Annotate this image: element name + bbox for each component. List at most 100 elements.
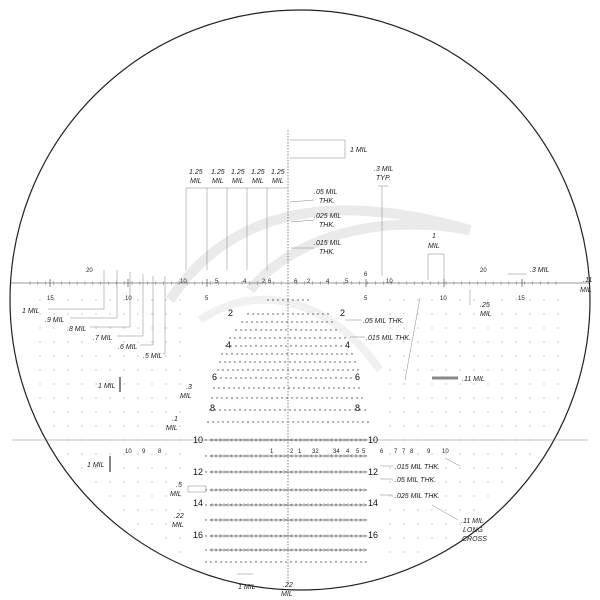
grid-dot [389,537,391,539]
holdover-row [211,397,363,399]
holdover-dot [286,397,288,399]
grid-dot [501,299,503,301]
holdover-dot [307,369,309,371]
holdover-dot [245,377,247,379]
grid-dot [403,411,405,413]
holdover-dot [218,387,220,389]
holdover-dot [349,361,351,363]
holdover-dot [340,345,342,347]
grid-dot [389,341,391,343]
label-lower-05: .05 MIL THK. [395,477,436,484]
label-long-cross-3: CROSS [462,536,487,543]
grid-dot [123,467,125,469]
holdover-dot [324,337,326,339]
grid-dot [403,397,405,399]
grid-dot [431,383,433,385]
holdover-dot [209,409,211,411]
grid-dot [53,299,55,301]
grid-dot [95,313,97,315]
holdover-dot [269,337,271,339]
grid-dot [165,537,167,539]
holdover-dot [355,561,357,563]
holdover-bar [210,438,366,442]
grid-dot [515,383,517,385]
grid-dot [501,397,503,399]
holdover-dot [329,337,331,339]
holdover-number-right: 10 [368,435,378,445]
holdover-dot [310,345,312,347]
grid-dot [403,313,405,315]
label-long-cross-2: LONG [463,527,483,534]
holdover-dot [331,353,333,355]
holdover-dot [326,321,328,323]
grid-dot [473,313,475,315]
label-long-cross-1: .11 MIL [461,518,484,525]
grid-dot [515,411,517,413]
grid-dot [417,481,419,483]
grid-dot [445,299,447,301]
holdover-dot [344,337,346,339]
grid-dot [403,481,405,483]
upper-number-2-right: 2 [307,279,311,285]
holdover-dot [230,561,232,563]
grid-dot [515,439,517,441]
upper-number-6-left: 6 [268,279,272,285]
grid-dot [53,355,55,357]
holdover-dot [287,369,289,371]
holdover-dot [279,361,281,363]
upper-number-5-right: 5 [345,279,349,285]
grid-dot [165,369,167,371]
holdover-dot [207,421,209,423]
grid-dot [179,523,181,525]
grid-dot [165,453,167,455]
holdover-dot [325,561,327,563]
holdover-dot [276,353,278,355]
holdover-dot [345,561,347,563]
holdover-dot [296,353,298,355]
grid-dot [179,383,181,385]
grid-dot [431,537,433,539]
horizontal-major-ticks [49,279,523,287]
holdover-dot [301,353,303,355]
grid-dot [81,313,83,315]
grid-dot [95,327,97,329]
grid-dot [543,341,545,343]
holdover-dot [234,337,236,339]
leader-025 [290,219,315,223]
grid-dot [417,439,419,441]
holdover-dot [337,369,339,371]
holdover-dot [249,337,251,339]
ladder-9-mil: .9 MIL [45,317,65,324]
holdover-dot [341,353,343,355]
holdover-dot [341,397,343,399]
grid-dot [445,439,447,441]
holdover-dot [339,409,341,411]
holdover-dot [298,387,300,389]
holdover-dot [263,387,265,389]
label-typ: TYP. [376,175,391,182]
grid-dot [403,355,405,357]
grid-dot [417,369,419,371]
holdover-dot [314,361,316,363]
grid-dot [179,313,181,315]
grid-dot [109,439,111,441]
holdover-dot [354,409,356,411]
grid-dot [179,495,181,497]
holdover-dot [339,337,341,339]
grid-dot [95,411,97,413]
holdover-dot [306,353,308,355]
holdover-dot [306,397,308,399]
holdover-dot [219,409,221,411]
lower-scale-number: 34 [333,449,340,455]
grid-dot [431,509,433,511]
holdover-dot [311,397,313,399]
grid-dot [123,397,125,399]
grid-dot [543,327,545,329]
grid-dot [431,327,433,329]
holdover-dot [246,321,248,323]
holdover-dot [285,345,287,347]
ladder-7-mil: .7 MIL [93,335,113,342]
grid-dot [151,411,153,413]
holdover-dot [301,397,303,399]
holdover-dot [367,421,369,423]
